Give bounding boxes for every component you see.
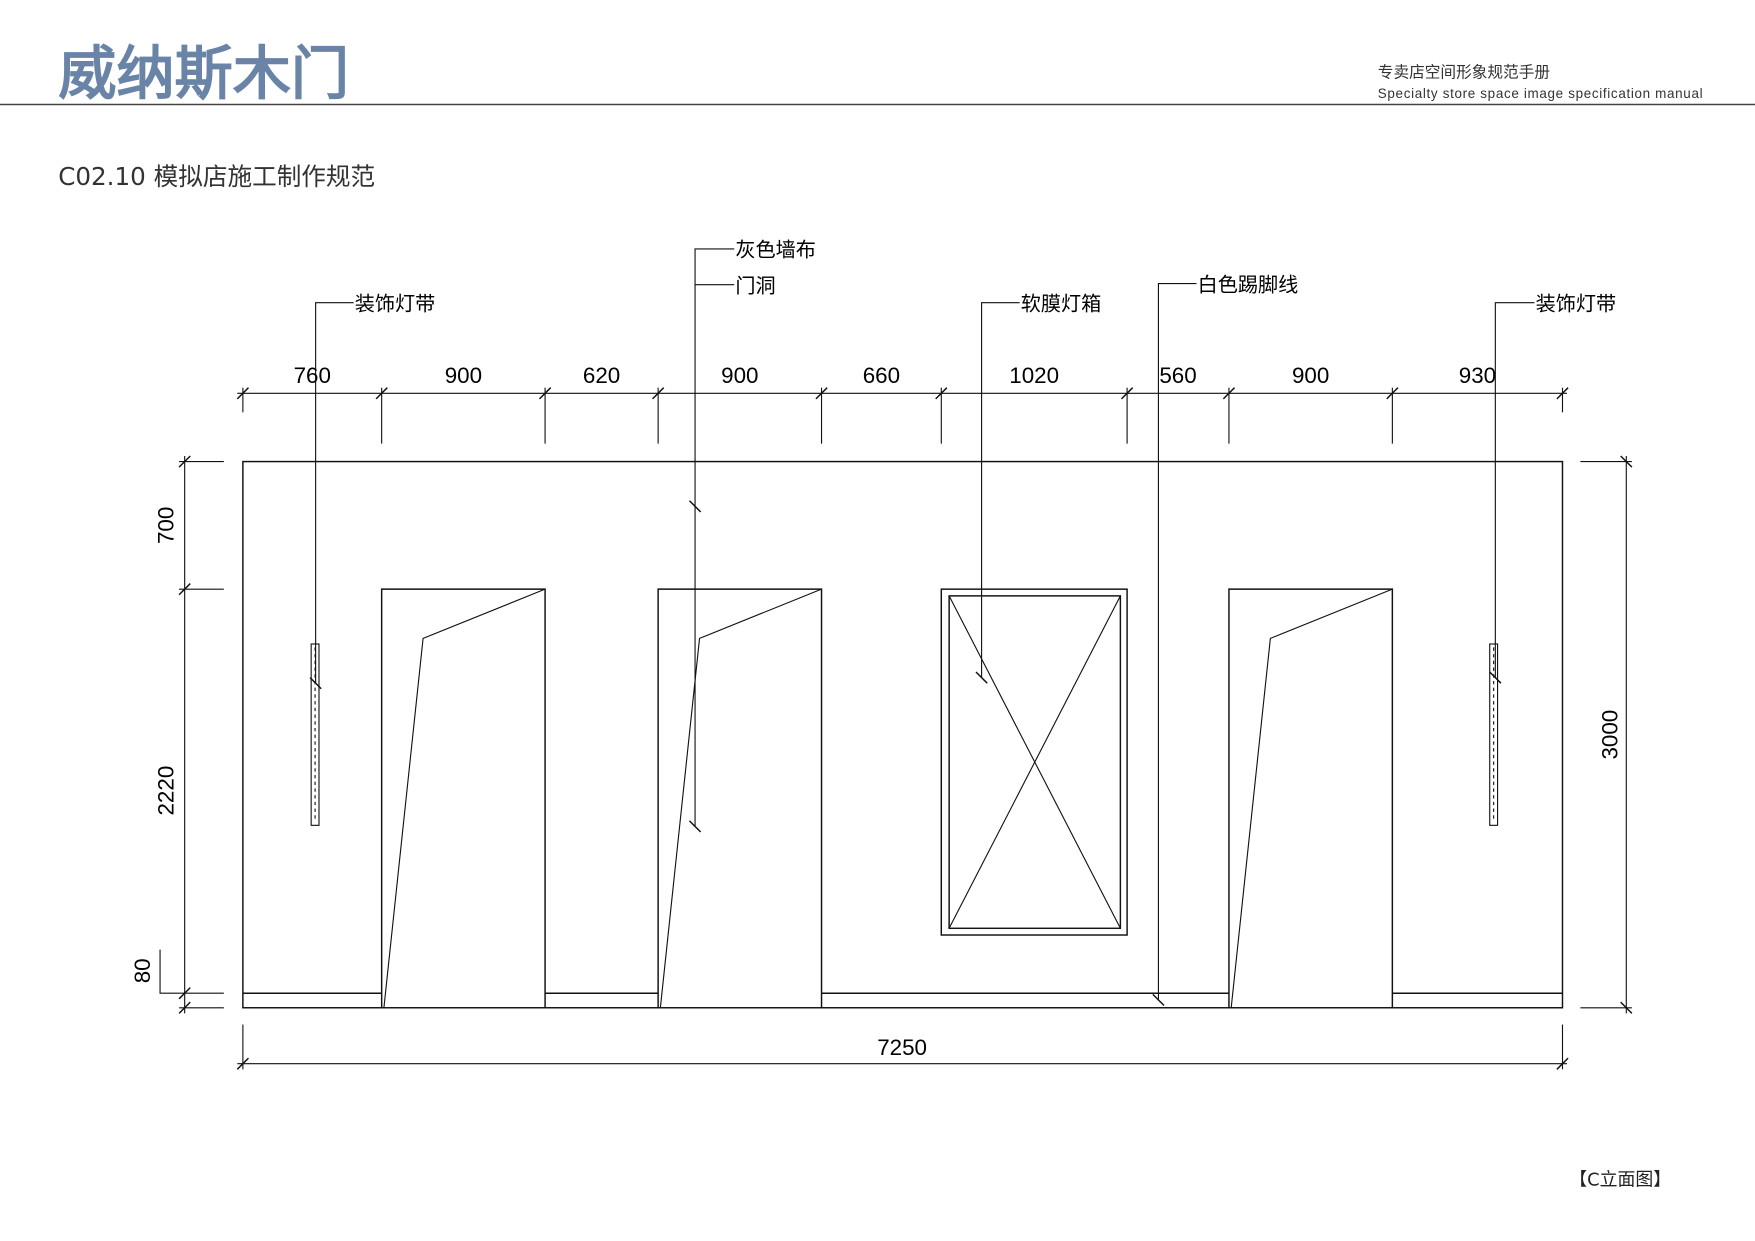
door-opening-3 [1228, 588, 1394, 1008]
left-dimension-line [159, 455, 224, 1014]
top-dimension-line [236, 387, 1569, 444]
dimension-tick [1556, 387, 1569, 400]
dimension-tick [935, 387, 948, 400]
dim-top-0: 760 [294, 363, 331, 388]
brand-logo: 威纳斯木门 [58, 39, 349, 107]
leader-lines [309, 248, 1535, 1007]
dim-top-5: 1020 [1009, 363, 1059, 388]
light-strip-right [1489, 643, 1499, 826]
manual-title-en: Specialty store space image specificatio… [1378, 86, 1703, 101]
dim-top-3: 900 [721, 363, 758, 388]
door-opening-2 [657, 588, 823, 1008]
dim-bottom-7250: 7250 [877, 1035, 927, 1060]
label-white-skirting: 白色踢脚线 [1198, 272, 1299, 296]
dimension-tick [375, 387, 388, 400]
dimension-tick [1120, 387, 1134, 400]
dim-top-8: 930 [1459, 363, 1496, 388]
dim-top-2: 620 [583, 363, 620, 388]
dim-left-80: 80 [130, 958, 155, 983]
dimension-tick [815, 387, 828, 400]
elevation-drawing: 760 900 620 900 660 1020 560 900 930 700 2220 80… [130, 238, 1633, 1070]
dimension-tick [652, 387, 665, 400]
dim-top-6: 560 [1159, 363, 1196, 388]
dimension-tick [538, 387, 552, 400]
bottom-dimension-line [236, 1024, 1569, 1070]
dimension-tick [1386, 387, 1399, 400]
manual-title-cn: 专卖店空间形象规范手册 [1378, 63, 1550, 82]
dim-right-3000: 3000 [1597, 710, 1622, 760]
dimension-tick [236, 387, 249, 400]
dim-top-1: 900 [445, 363, 482, 388]
door-opening-1 [380, 588, 546, 1008]
label-gray-wallcloth: 灰色墙布 [735, 238, 816, 262]
soft-film-lightbox [940, 588, 1128, 936]
page-title: C02.10 模拟店施工制作规范 [58, 162, 375, 191]
label-light-strip-right: 装饰灯带 [1536, 291, 1617, 315]
dim-top-7: 900 [1292, 363, 1329, 388]
dim-left-2220: 2220 [153, 766, 178, 816]
label-soft-film-lightbox: 软膜灯箱 [1021, 291, 1102, 315]
dim-top-4: 660 [863, 363, 900, 388]
label-door-opening: 门洞 [735, 274, 775, 298]
elevation-caption: 【C立面图】 [1569, 1170, 1671, 1191]
dimension-tick [1222, 387, 1236, 400]
dim-left-700: 700 [153, 507, 178, 544]
right-dimension-line [1580, 455, 1633, 1014]
wall-outline [242, 460, 1564, 1009]
label-light-strip-left: 装饰灯带 [355, 291, 436, 315]
